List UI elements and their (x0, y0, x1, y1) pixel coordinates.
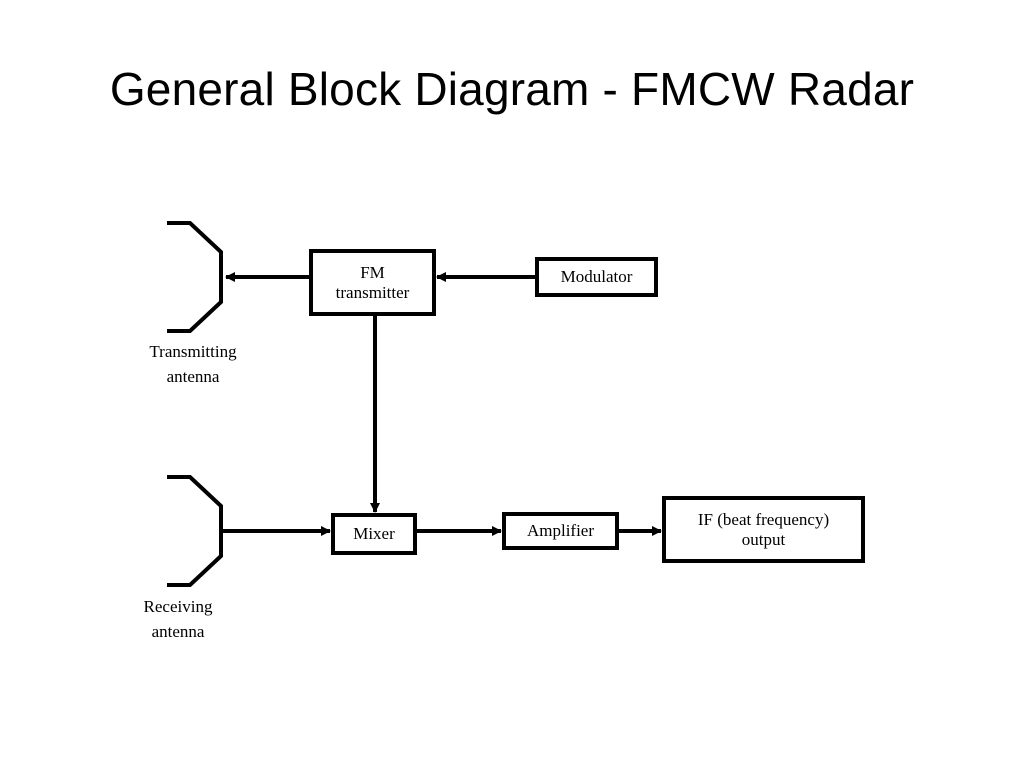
amplifier-block: Amplifier (502, 512, 619, 550)
receiving-antenna-caption: Receiving antenna (108, 594, 248, 644)
receiving-antenna-caption-line2: antenna (151, 622, 205, 641)
transmitting-antenna-icon (167, 221, 223, 333)
transmitting-antenna-caption: Transmitting antenna (123, 339, 263, 389)
if-output-block: IF (beat frequency) output (662, 496, 865, 563)
mixer-block: Mixer (331, 513, 417, 555)
fm-transmitter-label-line2: transmitter (335, 282, 410, 302)
fm-transmitter-label-line1: FM (360, 262, 385, 282)
receiving-antenna-caption-line1: Receiving (143, 597, 213, 616)
transmitting-antenna-caption-line2: antenna (166, 367, 220, 386)
mixer-label: Mixer (353, 524, 395, 543)
modulator-block: Modulator (535, 257, 658, 297)
if-output-label-line1: IF (beat frequency) (697, 509, 830, 529)
slide-title: General Block Diagram - FMCW Radar (109, 63, 915, 115)
transmitting-antenna-caption-line1: Transmitting (149, 342, 237, 361)
amplifier-label: Amplifier (526, 521, 595, 540)
if-output-label-line2: output (741, 529, 786, 549)
fm-transmitter-block: FM transmitter (309, 249, 436, 316)
receiving-antenna-icon (167, 475, 223, 587)
modulator-label: Modulator (560, 267, 633, 286)
